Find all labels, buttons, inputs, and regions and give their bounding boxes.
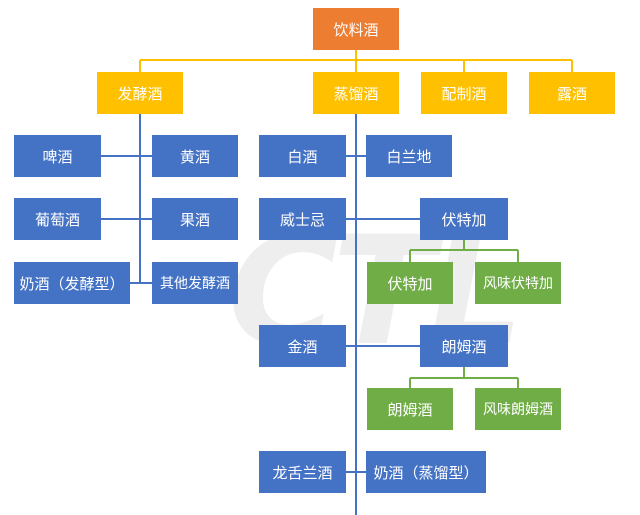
item-baijiu: 白酒 — [259, 135, 346, 177]
item-rum: 朗姆酒 — [420, 325, 508, 367]
item-gin: 金酒 — [259, 325, 346, 367]
item-vodka: 伏特加 — [420, 198, 508, 240]
subtype-flavored-rum: 风味朗姆酒 — [475, 388, 561, 430]
root-node: 饮料酒 — [313, 8, 399, 50]
subtype-vodka: 伏特加 — [367, 262, 453, 304]
category-blended: 配制酒 — [421, 72, 507, 114]
item-other-fermented: 其他发酵酒 — [152, 262, 238, 304]
item-milk-fermented: 奶酒（发酵型） — [14, 262, 130, 304]
item-whisky: 威士忌 — [259, 198, 346, 240]
item-huangjiu: 黄酒 — [152, 135, 238, 177]
item-wine: 葡萄酒 — [14, 198, 101, 240]
item-beer: 啤酒 — [14, 135, 101, 177]
category-lu: 露酒 — [529, 72, 615, 114]
subtype-rum: 朗姆酒 — [367, 388, 453, 430]
subtype-flavored-vodka: 风味伏特加 — [475, 262, 561, 304]
category-fermented: 发酵酒 — [97, 72, 183, 114]
category-distilled: 蒸馏酒 — [313, 72, 399, 114]
item-brandy: 白兰地 — [366, 135, 452, 177]
item-milk-distilled: 奶酒（蒸馏型） — [366, 451, 486, 493]
item-tequila: 龙舌兰酒 — [259, 451, 346, 493]
item-fruit: 果酒 — [152, 198, 238, 240]
